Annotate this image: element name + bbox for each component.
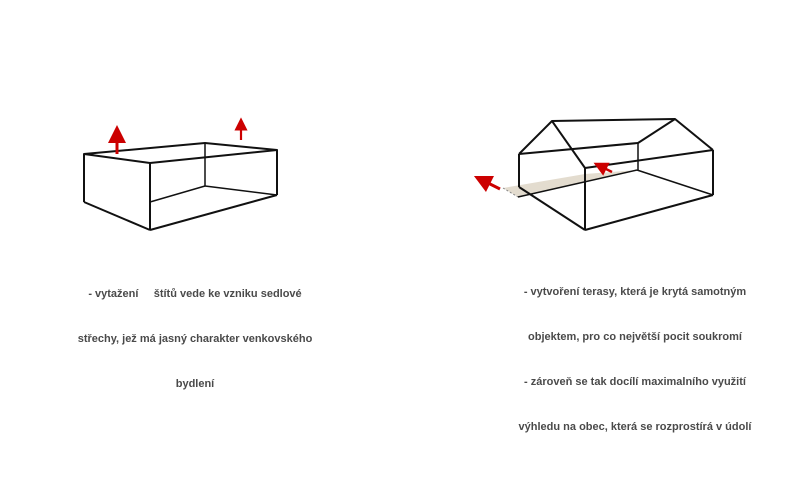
box-back-bottom-right (204, 185, 278, 196)
eave-right (584, 149, 714, 169)
caption-terrace: - vytvoření terasy, která je krytá samot… (470, 255, 800, 450)
caption-line: - vytvoření terasy, která je krytá samot… (523, 286, 747, 298)
box-top-face (83, 142, 278, 164)
terrace-edge-dashed (502, 187, 519, 198)
gabled-house-massing (517, 118, 714, 231)
front-gable (518, 120, 586, 169)
view-arrow (473, 175, 501, 193)
caption-line: bydlení (175, 378, 215, 390)
roof-ridge (551, 118, 676, 122)
eave-left (518, 142, 639, 155)
caption-line: - zároveň se tak docílí maximalního využ… (524, 376, 746, 388)
back-gable (637, 118, 714, 151)
box-bottom-left (83, 201, 151, 231)
terrace-line-front (517, 169, 638, 198)
box-back-bottom (149, 185, 206, 203)
terrace-arrow (593, 162, 613, 176)
gable-lift-arrows (108, 117, 248, 154)
caption-gable-lift: - vytažení štítů vede ke vzniku sedlové … (30, 257, 360, 407)
caption-line: - vytažení štítů vede ke vzniku sedlové (88, 288, 302, 300)
house-bottom-left (518, 186, 586, 231)
terrace-line-back (636, 169, 714, 196)
caption-line: výhledu na obec, která se rozprostírá v … (518, 421, 752, 433)
caption-line: objektem, pro co největší pocit soukromí (528, 331, 742, 343)
terrace-arrows (473, 162, 613, 193)
house-bottom-right (584, 194, 714, 231)
flat-box-massing (83, 142, 278, 231)
terrace-surface (503, 170, 637, 197)
caption-line: střechy, jež má jasný charakter venkovsk… (77, 333, 313, 345)
box-bottom-right (149, 194, 278, 231)
